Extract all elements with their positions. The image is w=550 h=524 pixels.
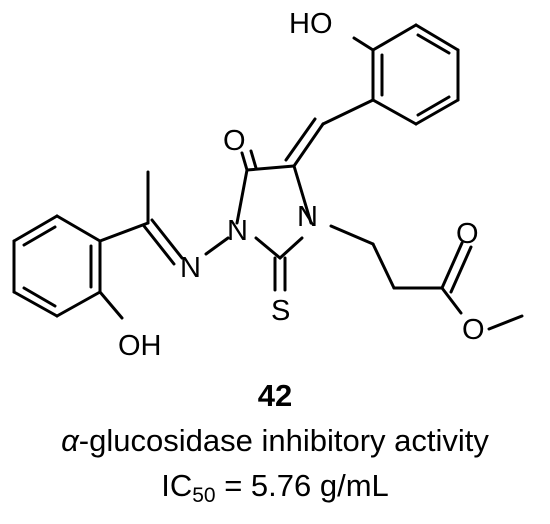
hydroxyl-top-label: HO — [289, 8, 333, 40]
imine-nitrogen-label: N — [180, 252, 201, 284]
methyl-bond — [487, 314, 524, 331]
oh-bond-top — [352, 36, 375, 52]
ring-nitrogen-left-label: N — [227, 215, 248, 247]
bottom-phenol-ring — [12, 214, 102, 318]
activity-description: α-glucosidase inhibitory activity — [0, 423, 550, 459]
top-phenol-ring — [371, 23, 460, 126]
chemical-structure: HO O S N N O O N — [12, 8, 524, 362]
imidazolidinone-ring — [235, 164, 313, 260]
ic50-prefix: IC — [161, 468, 193, 503]
ic50-value: = 5.76 g/mL — [215, 468, 389, 503]
ic50-value-line: IC50 = 5.76 g/mL — [0, 468, 550, 508]
alpha-symbol: α — [61, 423, 79, 458]
propanoate-chain — [329, 224, 444, 290]
ring-nitrogen-right-label: N — [297, 201, 318, 233]
ketone-double-bond — [240, 149, 258, 172]
ester-double-bond — [440, 241, 473, 294]
ester-carbonyl-oxygen-label: O — [456, 218, 479, 250]
ester-single-bond — [440, 286, 463, 315]
ester-ether-oxygen-label: O — [462, 314, 485, 346]
compound-number: 42 — [257, 378, 293, 413]
oh-bond-bottom — [98, 290, 124, 320]
ic50-subscript: 50 — [192, 484, 216, 507]
imine-double-bond — [142, 218, 184, 266]
thione-double-bond — [273, 256, 287, 292]
benzylidene-bond — [321, 98, 375, 126]
thione-sulfur-label: S — [271, 295, 290, 327]
n-n-bond — [204, 236, 230, 256]
activity-text: -glucosidase inhibitory activity — [78, 423, 489, 458]
carbonyl-oxygen-label: O — [223, 125, 246, 157]
hydroxyl-bottom-label: OH — [118, 330, 162, 362]
aryl-link-bond — [98, 221, 150, 243]
exocyclic-double-bond — [284, 117, 325, 168]
